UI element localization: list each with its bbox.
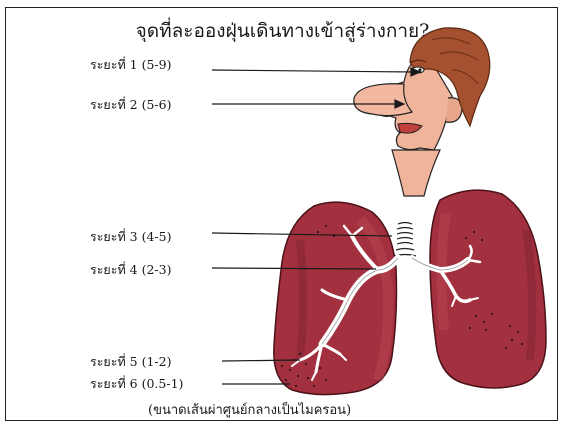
stage-5-label: ระยะที่ 5 (1-2) bbox=[90, 352, 172, 372]
neck bbox=[392, 150, 440, 196]
stage-3-label: ระยะที่ 3 (4-5) bbox=[90, 227, 172, 247]
unit-footnote: (ขนาดเส้นผ่าศูนย์กลางเป็นไมครอน) bbox=[148, 399, 351, 420]
stage-1-label: ระยะที่ 1 (5-9) bbox=[90, 55, 172, 75]
head-illustration bbox=[354, 28, 490, 196]
trachea bbox=[394, 223, 416, 257]
stage-4-label: ระยะที่ 4 (2-3) bbox=[90, 260, 172, 280]
lungs bbox=[274, 190, 546, 394]
stage-6-label: ระยะที่ 6 (0.5-1) bbox=[90, 374, 183, 394]
nose bbox=[354, 84, 412, 116]
stage-2-label: ระยะที่ 2 (5-6) bbox=[90, 95, 172, 115]
pointer-stage-1 bbox=[212, 70, 414, 72]
